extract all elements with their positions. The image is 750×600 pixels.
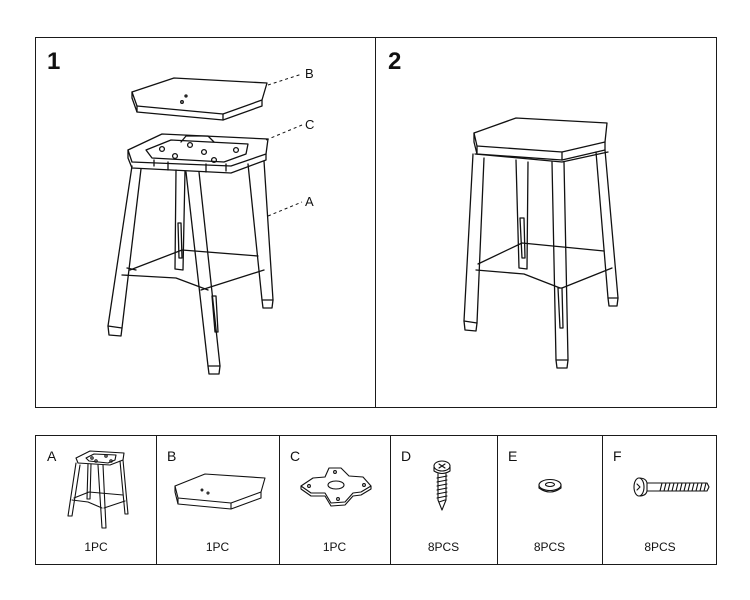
part-b-qty: 1PC [205, 540, 230, 554]
parts-divider [279, 436, 280, 564]
part-a-letter: A [47, 448, 57, 464]
assembled-seat [473, 117, 609, 163]
step-2-panel: 2 [375, 37, 717, 408]
wood-screw-icon [433, 460, 451, 511]
part-f-qty: 8PCS [644, 540, 676, 554]
part-f-cell: F 8PCS [602, 436, 718, 564]
seat-panel-icon [174, 473, 266, 510]
assembled-stool-illustration [463, 117, 619, 369]
part-f-letter: F [613, 448, 622, 464]
callout-a: A [305, 194, 314, 209]
bolt-icon [633, 477, 710, 497]
frame-legs [107, 160, 274, 375]
part-b-cell: B 1PC [156, 436, 279, 564]
mounting-plate-icon [300, 467, 372, 507]
part-b-letter: B [167, 448, 177, 464]
part-e-letter: E [508, 448, 518, 464]
parts-list: A 1PC B [35, 435, 717, 565]
parts-divider [156, 436, 157, 564]
step-1-panel: 1 [35, 37, 376, 408]
part-a-qty: 1PC [84, 540, 108, 554]
part-d-letter: D [401, 448, 412, 464]
parts-divider [497, 436, 498, 564]
callout-c: C [305, 117, 315, 132]
seat-panel [131, 77, 268, 121]
washer-icon [538, 478, 562, 493]
step-2-number: 2 [388, 48, 402, 75]
assembled-legs [463, 149, 619, 369]
parts-divider [390, 436, 391, 564]
part-d-cell: D 8PCS [390, 436, 497, 564]
exploded-stool-illustration [107, 73, 303, 375]
part-c-cell: C 1PC [279, 436, 390, 564]
parts-divider [602, 436, 603, 564]
part-e-cell: E 8PCS [497, 436, 602, 564]
part-d-qty: 8PCS [427, 540, 460, 554]
frame-top [127, 133, 269, 174]
part-e-qty: 8PCS [533, 540, 566, 554]
part-a-cell: A 1PC [36, 436, 156, 564]
part-c-letter: C [290, 448, 301, 464]
step-1-number: 1 [47, 48, 61, 75]
part-c-qty: 1PC [322, 540, 347, 554]
callout-b: B [305, 66, 314, 81]
stool-frame-icon [67, 450, 129, 529]
